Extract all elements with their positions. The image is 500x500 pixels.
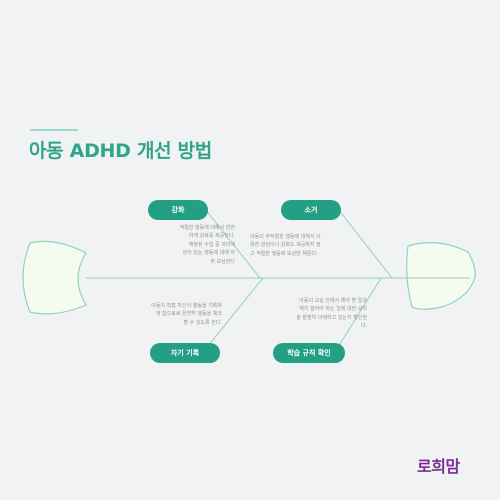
fish-tail-shape bbox=[22, 240, 87, 315]
branch-label-rule-check: 학습 규칙 확인 bbox=[273, 343, 345, 363]
bone-bottom-right bbox=[334, 277, 382, 353]
bone-top-right bbox=[337, 208, 393, 279]
branch-label-self-recording: 자기 기록 bbox=[150, 343, 220, 363]
branch-text-reinforcement: 적절한 행동에 대해서 빈번 하게 강화를 제공한다. 예정된 수업 중 자리에… bbox=[179, 225, 235, 265]
branch-text-extinction: 아동의 부적절한 행동에 대해서 이 목한 관심이나 강화도 제공하지 말 고 … bbox=[250, 234, 321, 257]
bone-bottom-left bbox=[202, 277, 264, 353]
branch-text-self-recording: 아동이 직접 자신의 행동을 기록하 게 함으로써 은연히 행동을 체크 할 수… bbox=[151, 303, 222, 326]
branch-label-extinction: 소거 bbox=[281, 200, 341, 220]
page-title: 아동 ADHD 개선 방법 bbox=[29, 140, 212, 162]
bone-top-left bbox=[204, 208, 261, 279]
fish-head-shape bbox=[406, 242, 476, 310]
branch-label-reinforcement: 강화 bbox=[148, 200, 208, 220]
title-rule bbox=[30, 129, 78, 131]
branch-text-rule-check: 아동이 교실 안에서 해야 할 일과 해지 말아야 하는 일에 대한 규칙 을 … bbox=[296, 298, 367, 330]
brand-logo: 로희맘 bbox=[417, 457, 460, 476]
